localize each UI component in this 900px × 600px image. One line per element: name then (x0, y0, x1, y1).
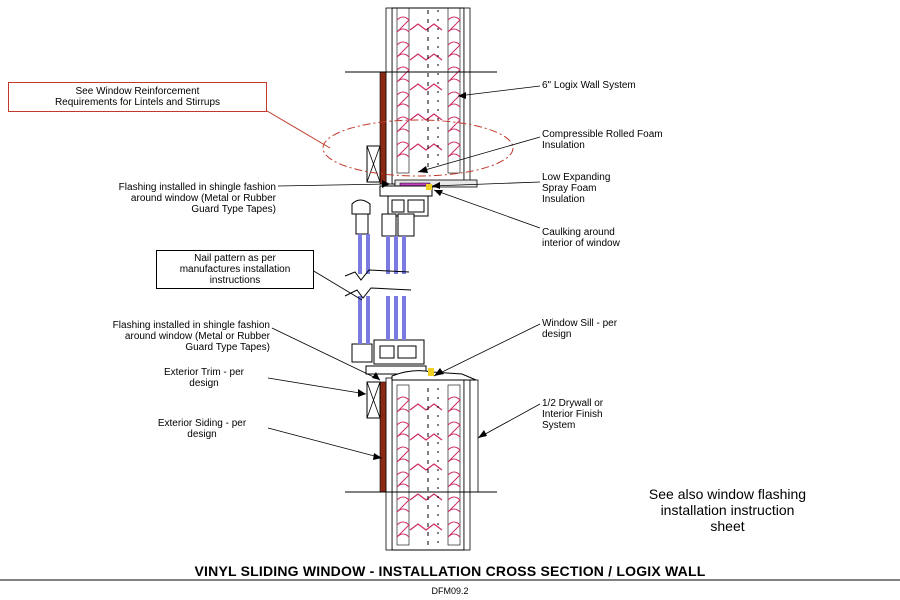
drawing-title: VINYL SLIDING WINDOW - INSTALLATION CROS… (194, 563, 706, 579)
drawing-code: DFM09.2 (431, 586, 469, 596)
label-wall-system: 6" Logix Wall System (542, 80, 636, 91)
label-spray-foam: Low Expanding Spray Foam Insulation (542, 172, 611, 205)
leader-lines (267, 85, 541, 459)
label-flashing-bottom: Flashing installed in shingle fashion ar… (112, 320, 270, 353)
reinforcement-leader (261, 107, 331, 149)
see-also-note: See also window flashing installation in… (648, 486, 807, 534)
window-frame (351, 185, 433, 375)
glazing (344, 234, 412, 344)
nail-pattern-note: Nail pattern as per manufactures install… (156, 250, 314, 289)
label-caulking: Caulking around interior of window (542, 227, 620, 249)
caulk-bead (426, 184, 432, 190)
label-exterior-trim: Exterior Trim - per design (163, 367, 244, 389)
label-rolled-foam: Compressible Rolled Foam Insulation (542, 129, 663, 151)
lower-wall (345, 368, 497, 551)
label-flashing-top: Flashing installed in shingle fashion ar… (118, 182, 276, 215)
label-exterior-siding: Exterior Siding - per design (157, 418, 247, 440)
arrowheads (358, 92, 487, 460)
upper-wall (345, 7, 497, 189)
reinforcement-note: See Window Reinforcement Requirements fo… (8, 82, 267, 112)
label-drywall: 1/2 Drywall or Interior Finish System (542, 398, 604, 431)
reinforcement-ellipse (322, 119, 514, 177)
label-window-sill: Window Sill - per design (542, 318, 618, 340)
